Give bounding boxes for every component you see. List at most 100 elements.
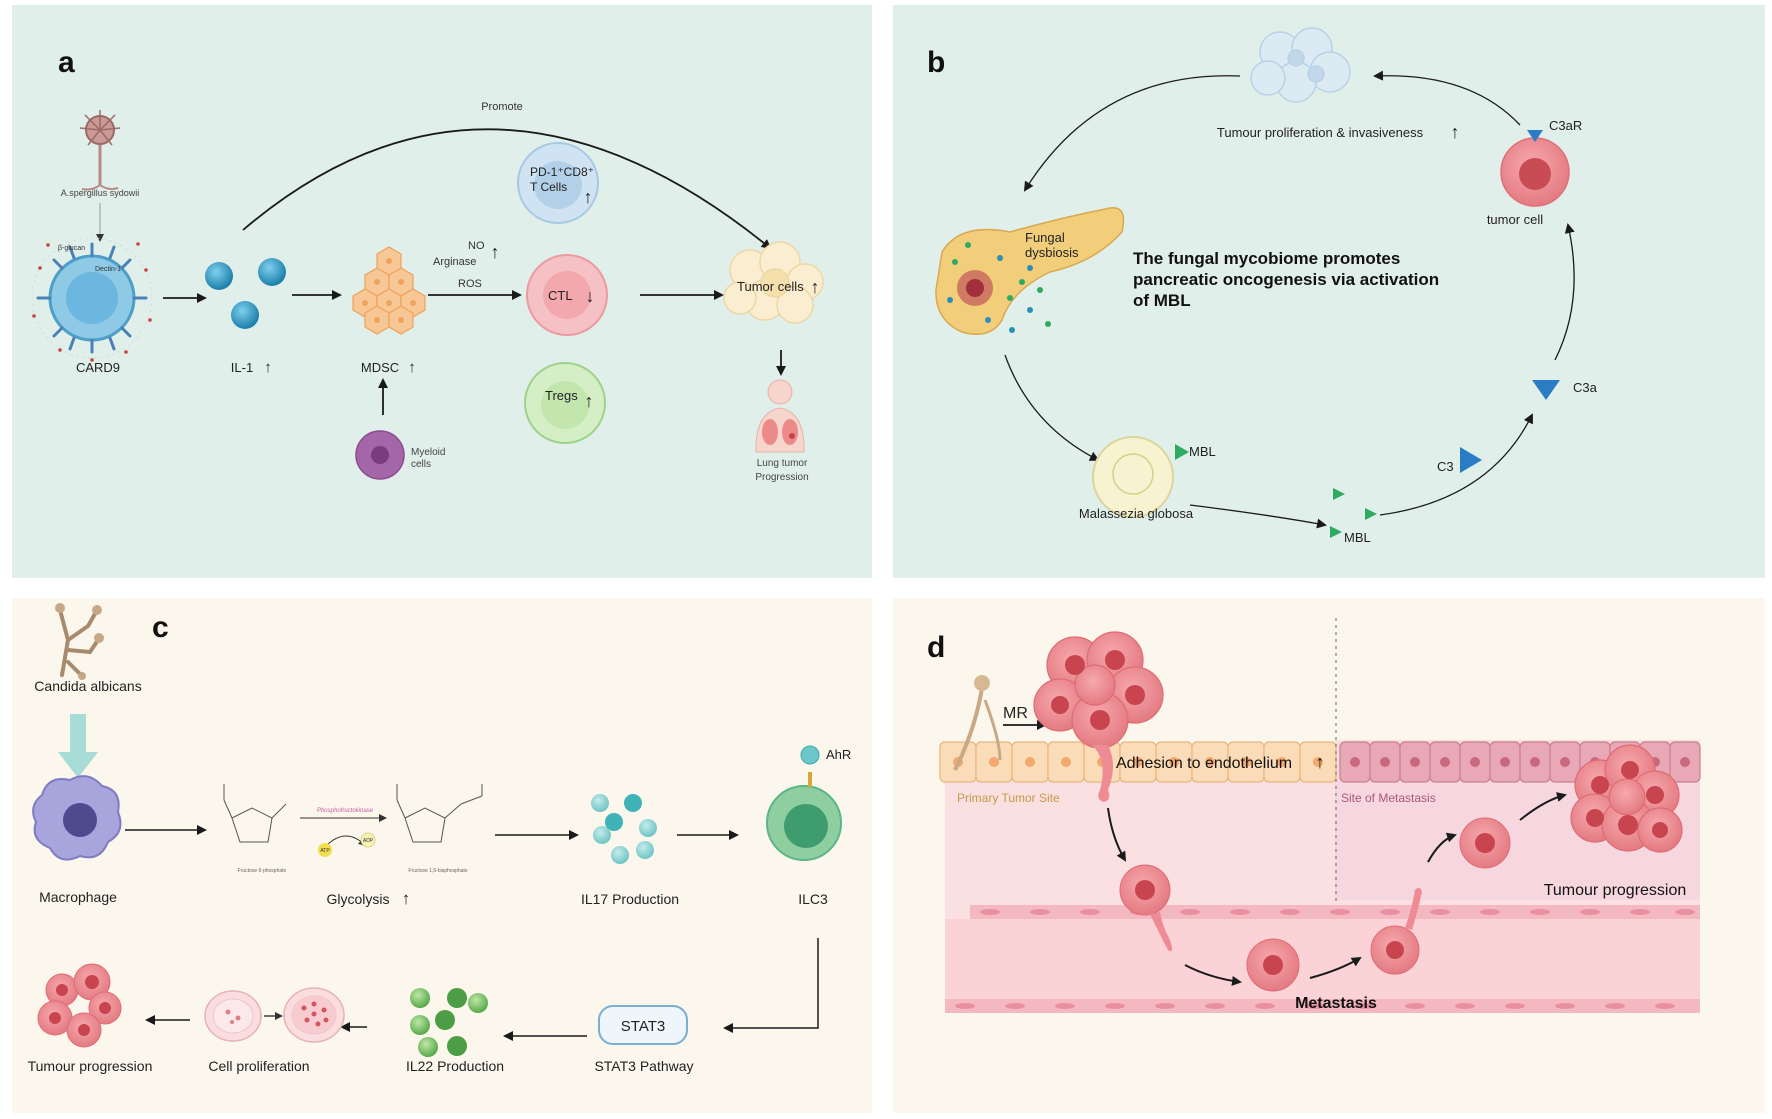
- c3-icon: [1460, 447, 1482, 473]
- vessel-wall-top: [970, 905, 1700, 919]
- tumour-progression-d-label: Tumour progression: [1544, 882, 1687, 899]
- tumor-cell-label: tumor cell: [1487, 212, 1543, 227]
- panel-b-letter: b: [927, 46, 945, 79]
- tumour-proliferation-cells-icon: [1250, 27, 1351, 103]
- metastasis-label: Metastasis: [1295, 995, 1377, 1012]
- cell-proliferation-label: Cell proliferation: [208, 1058, 309, 1074]
- macrophage-icon: [32, 775, 122, 861]
- c3a-label: C3a: [1573, 380, 1598, 395]
- card9-label: CARD9: [76, 360, 120, 375]
- c3ar-receptor-icon: [1527, 130, 1543, 142]
- malassezia-label: Malassezia globosa: [1079, 506, 1194, 521]
- ctl-cell-icon: [526, 254, 608, 336]
- il1-label: IL-1: [231, 360, 253, 375]
- stat3-box-label: STAT3: [621, 1018, 665, 1035]
- tregs-label: Tregs: [545, 388, 578, 403]
- circulating-cell-icon: [1246, 938, 1300, 992]
- arginase-label: Arginase: [433, 256, 476, 268]
- candida-label: Candida albicans: [34, 678, 141, 694]
- primary-epithelium-nuclei: [953, 757, 1323, 767]
- c3-label: C3: [1437, 459, 1454, 474]
- invasion-arrow: [1107, 807, 1127, 862]
- panel-c: c Candida albicans Macrophage: [12, 598, 872, 1113]
- dectin-label: Dectin-1: [95, 266, 121, 273]
- tumour-proliferation-label: Tumour proliferation & invasiveness: [1217, 125, 1424, 140]
- c3ar-label: C3aR: [1549, 118, 1582, 133]
- no-arginase-up-arrow: ↑: [491, 242, 500, 262]
- tregs-cell-icon: [524, 362, 606, 444]
- panel-d: d: [893, 598, 1765, 1113]
- vessel-wall-bottom: [945, 999, 1700, 1013]
- colonization-arrow: [1519, 792, 1567, 821]
- mr-label: MR: [1003, 705, 1028, 722]
- candida-icon: [58, 608, 100, 677]
- glycolysis-label: Glycolysis: [326, 891, 389, 907]
- panel-d-letter: d: [927, 631, 945, 664]
- migrating-cell-1-icon: [1119, 864, 1173, 952]
- il22-label: IL22 Production: [406, 1058, 504, 1074]
- c3a-icon: [1532, 380, 1560, 400]
- f6p-label: Fructose 6-phosphate: [238, 868, 287, 874]
- primary-tumour-nuclei: [1051, 650, 1145, 730]
- intravasation-arrow: [1184, 964, 1242, 986]
- stat3-box: [598, 1005, 688, 1045]
- panel-c-background: [12, 598, 872, 1113]
- metastatic-tumour-nuclei: [1586, 761, 1668, 838]
- mdsc-nuclei: [362, 258, 416, 323]
- pd1-up-arrow: ↑: [584, 187, 593, 207]
- ros-label: ROS: [458, 278, 482, 290]
- tumor-cell-icon: [1500, 137, 1570, 207]
- mdsc-up-arrow: ↑: [408, 359, 416, 376]
- metastasis-site-label: Site of Metastasis: [1341, 791, 1436, 805]
- invading-tail: [1092, 745, 1113, 802]
- myeloid-label-2: cells: [411, 459, 431, 470]
- stat3-pathway-label: STAT3 Pathway: [594, 1058, 693, 1074]
- candida-to-macrophage-arrow: [58, 714, 98, 778]
- mdsc-label: MDSC: [361, 360, 399, 375]
- culture-dish-2-icon: [283, 987, 345, 1043]
- lung-label-1: Lung tumor: [757, 458, 808, 469]
- pd1-label-1: PD-1⁺CD8⁺: [530, 165, 594, 179]
- vessel-lumen: [945, 919, 1700, 999]
- adhesion-up-arrow: ↑: [1316, 752, 1325, 772]
- prolif-to-dysbiosis-arrow: [1023, 75, 1241, 192]
- tumour-proliferation-up-arrow: ↑: [1451, 122, 1460, 142]
- fungal-dots: [947, 242, 1051, 333]
- mbl-to-c3a-arrow: [1379, 413, 1533, 516]
- il22-cytokine-icon: [410, 988, 488, 1057]
- adp-label: ADP: [363, 838, 374, 844]
- glycolysis-diagram: [223, 784, 483, 843]
- promote-arc-arrow: [242, 128, 772, 250]
- seeding-cell-icon: [1459, 817, 1511, 869]
- tumorcell-to-prolif-arrow: [1373, 70, 1521, 126]
- aspergillus-label: A.spergillus sydowii: [61, 188, 140, 198]
- tregs-up-arrow: ↑: [585, 391, 594, 411]
- mbl-label-2: MBL: [1344, 530, 1371, 545]
- il17-cytokine-icon: [591, 794, 657, 864]
- panel-a-letter: a: [58, 46, 75, 79]
- ahr-icon: [800, 745, 820, 765]
- pd1-cd8-tcell-icon: [517, 142, 599, 224]
- glucan-label: β-glucan: [58, 245, 85, 252]
- tumour-cluster-c-nuclei: [49, 975, 111, 1036]
- dysbiosis-to-malassezia-arrow: [1004, 354, 1100, 461]
- candida-spores: [55, 603, 104, 680]
- tumor-cells-icon: [723, 241, 824, 324]
- fungus-mr-icon: [953, 675, 1002, 771]
- il1-up-arrow: ↑: [264, 359, 272, 376]
- adp-icon: [360, 832, 376, 848]
- ctl-down-arrow: ↓: [586, 286, 595, 306]
- tumor-cells-label: Tumor cells: [737, 279, 804, 294]
- ilc3-label: ILC3: [798, 891, 828, 907]
- mbl-label-1: MBL: [1189, 444, 1216, 459]
- extravasation-arrow: [1427, 832, 1457, 863]
- panel-b-title-line3: of MBL: [1133, 291, 1191, 310]
- panel-a: a A.spergillus sydowii: [12, 5, 872, 578]
- il1-cytokine-icon: [205, 258, 286, 329]
- mbl-particles: [1330, 488, 1377, 538]
- adhesion-label: Adhesion to endothelium: [1116, 755, 1292, 772]
- lung-body-icon: [755, 379, 805, 453]
- circulation-arrow: [1309, 956, 1362, 979]
- fungal-dysbiosis-label-1: Fungal: [1025, 230, 1065, 245]
